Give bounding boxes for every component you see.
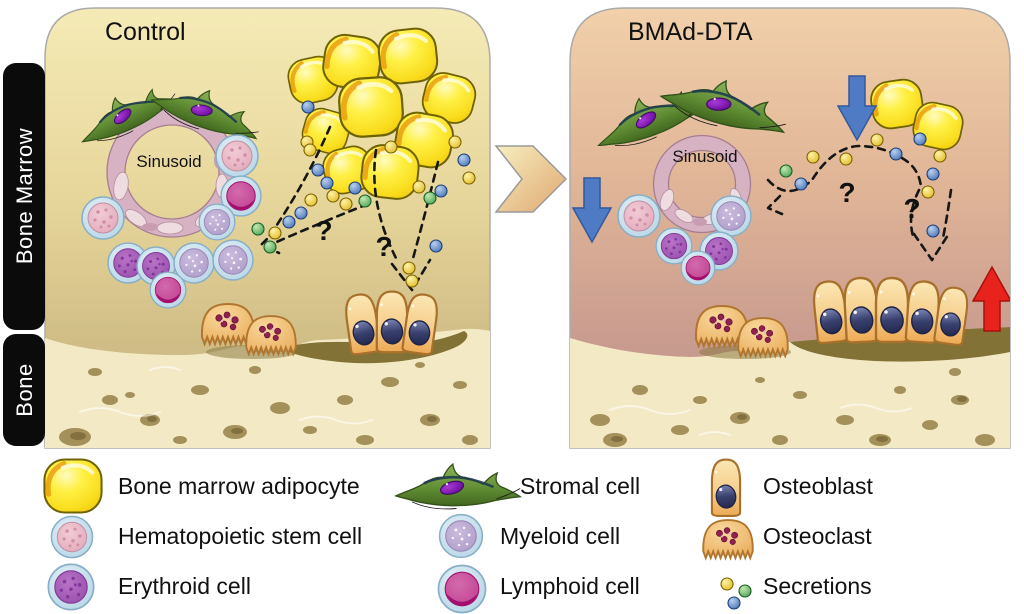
secretion-paths: [766, 144, 953, 262]
osteoblasts: [342, 290, 441, 357]
secretions-icon: [720, 577, 752, 610]
legend-label: Erythroid cell: [118, 573, 251, 599]
bone-label: Bone: [12, 363, 37, 416]
bone-texture: [59, 362, 478, 446]
legend-label: Osteoblast: [763, 473, 874, 499]
legend-label: Osteoclast: [763, 523, 872, 549]
bone-region: [570, 327, 1010, 448]
bone-region: [45, 328, 490, 448]
sinusoid-label: Sinusoid: [672, 147, 737, 166]
legend: Bone marrow adipocyte Hematopoietic stem…: [44, 458, 874, 614]
legend-item: Stromal cell: [394, 462, 640, 511]
bone-label-bar: Bone: [3, 334, 45, 446]
legend-label: Secretions: [763, 573, 872, 599]
legend-item: Secretions: [720, 573, 872, 610]
hematopoietic-stem-cell-icon: [50, 515, 94, 559]
sinusoid-label: Sinusoid: [136, 152, 201, 171]
bone-texture: [590, 368, 995, 447]
legend-label: Myeloid cell: [500, 523, 620, 549]
bone-marrow-label-bar: Bone Marrow: [3, 63, 45, 330]
legend-item: Myeloid cell: [438, 513, 620, 559]
question-mark: ?: [315, 215, 332, 246]
control-panel: Sinusoid: [44, 7, 491, 449]
legend-item: Erythroid cell: [47, 563, 251, 611]
stromal-cell-icon: [394, 462, 522, 511]
legend-item: Osteoclast: [702, 519, 872, 559]
panel-title: BMAd-DTA: [628, 18, 753, 46]
bone-marrow-label: Bone Marrow: [12, 128, 37, 264]
legend-item: Osteoblast: [710, 458, 874, 517]
legend-label: Lymphoid cell: [500, 573, 640, 599]
legend-label: Stromal cell: [520, 473, 640, 499]
legend-label: Hematopoietic stem cell: [118, 523, 362, 549]
question-mark: ?: [903, 193, 920, 224]
transition-chevron-icon: [494, 145, 568, 213]
bone-marrow-adipocyte-icon: [44, 459, 101, 512]
secretion-paths: [259, 125, 440, 292]
question-mark: ?: [838, 177, 855, 208]
panel-title: Control: [105, 18, 186, 46]
myeloid-cell-icon: [438, 513, 484, 559]
osteoclast-icon: [702, 519, 754, 559]
legend-label: Bone marrow adipocyte: [118, 473, 360, 499]
lymphoid-cell-icon: [437, 564, 487, 614]
erythroid-cell-icon: [47, 563, 95, 611]
bmad-dta-panel: Sinusoid: [569, 7, 1011, 449]
legend-item: Hematopoietic stem cell: [50, 515, 362, 559]
legend-item: Bone marrow adipocyte: [44, 459, 360, 512]
osteoblast-icon: [710, 458, 742, 517]
legend-item: Lymphoid cell: [437, 564, 640, 614]
question-mark: ?: [375, 231, 392, 262]
